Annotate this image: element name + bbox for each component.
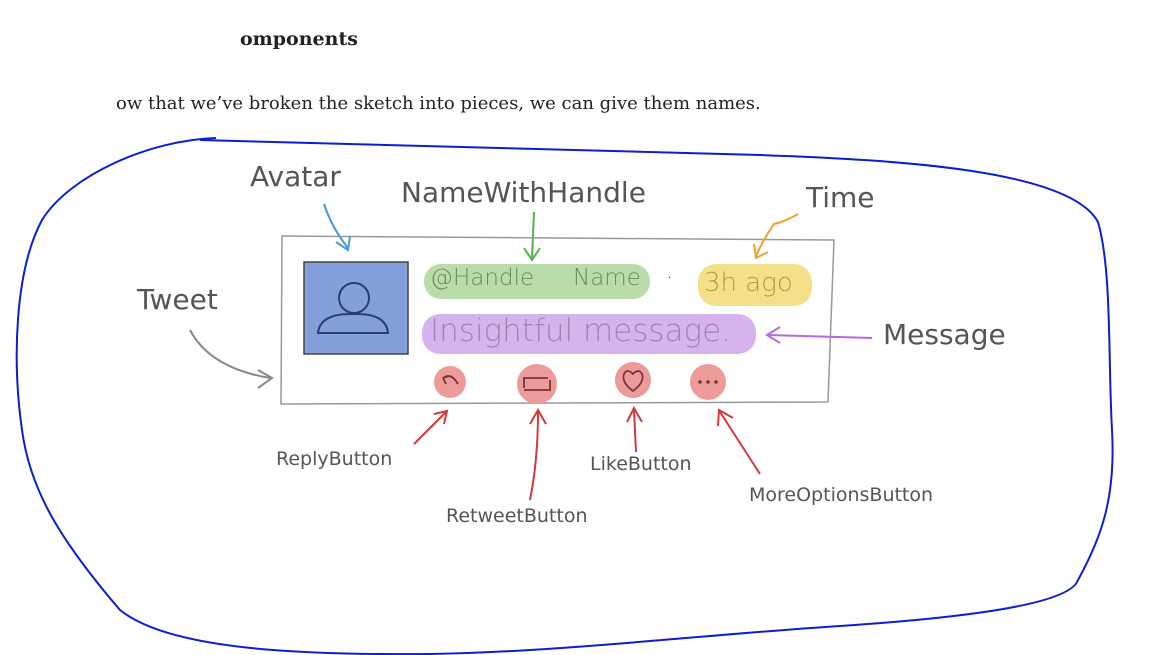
retweet-button-sketch [517,364,557,404]
message-highlight [422,314,756,354]
name-with-handle-arrow [523,211,541,262]
tweet-arrow [189,329,274,389]
sketch-handle: @Handle [430,265,535,291]
retweet-button-label: RetweetButton [446,505,588,527]
name-with-handle-label: NameWithHandle [401,176,646,209]
time-highlight [698,264,812,306]
retweet-button-arrow [529,407,547,501]
lasso-annotation [15,137,1114,655]
more-options-button-sketch [690,364,726,400]
like-button-sketch [615,362,651,398]
time-arrow [753,213,799,260]
sketch-message: Insightful message. [430,313,732,349]
message-label: Message [883,318,1006,351]
avatar-label: Avatar [250,160,341,193]
more-options-button-arrow [717,408,761,475]
tweet-box [280,235,835,405]
sketch-separator: · [666,266,673,291]
sketch-time: 3h ago [704,268,793,298]
more-options-button-label: MoreOptionsButton [749,484,934,506]
like-button-label: LikeButton [590,453,692,475]
avatar-arrow [323,203,351,252]
like-button-arrow [626,405,643,453]
reply-button-arrow [413,409,449,445]
sketch-name: Name [573,265,641,291]
avatar-frame [303,261,409,355]
time-label: Time [806,181,875,214]
intro-paragraph: ow that we’ve broken the sketch into pie… [116,93,761,114]
reply-button-label: ReplyButton [276,448,393,470]
reply-button-sketch [434,366,466,398]
section-heading: omponents [240,28,358,50]
avatar-fill [304,262,408,354]
message-arrow [765,326,873,344]
avatar-icon [316,282,390,334]
name-with-handle-highlight [424,264,650,299]
tweet-label: Tweet [137,283,218,316]
